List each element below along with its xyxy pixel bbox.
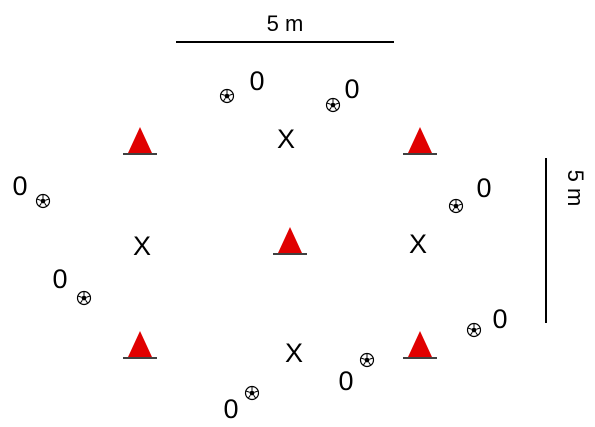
- player-o: 0: [338, 366, 353, 396]
- player-x: X: [285, 338, 303, 368]
- horizontal-scale-label: 5 m: [267, 11, 304, 36]
- player-x: X: [133, 231, 151, 261]
- soccer-ball-icon: [244, 385, 260, 401]
- cone-icon: [402, 330, 438, 359]
- player-o: 0: [12, 171, 27, 201]
- cone-icon: [402, 126, 438, 155]
- player-o: 0: [492, 304, 507, 334]
- soccer-ball-icon: [325, 97, 341, 113]
- cone-icon: [122, 330, 158, 359]
- soccer-ball-icon: [466, 322, 482, 338]
- vertical-scale-label: 5 m: [563, 170, 588, 207]
- soccer-ball-icon: [219, 88, 235, 104]
- player-o: 0: [223, 394, 238, 424]
- cone-icon: [122, 126, 158, 155]
- cone-icon: [272, 226, 308, 255]
- player-o: 0: [344, 74, 359, 104]
- player-o: 0: [476, 173, 491, 203]
- soccer-ball-icon: [35, 193, 51, 209]
- player-x: X: [409, 229, 427, 259]
- soccer-ball-icon: [448, 198, 464, 214]
- player-o: 0: [249, 66, 264, 96]
- soccer-ball-icon: [76, 290, 92, 306]
- soccer-ball-icon: [359, 352, 375, 368]
- player-x: X: [277, 124, 295, 154]
- player-o: 0: [52, 264, 67, 294]
